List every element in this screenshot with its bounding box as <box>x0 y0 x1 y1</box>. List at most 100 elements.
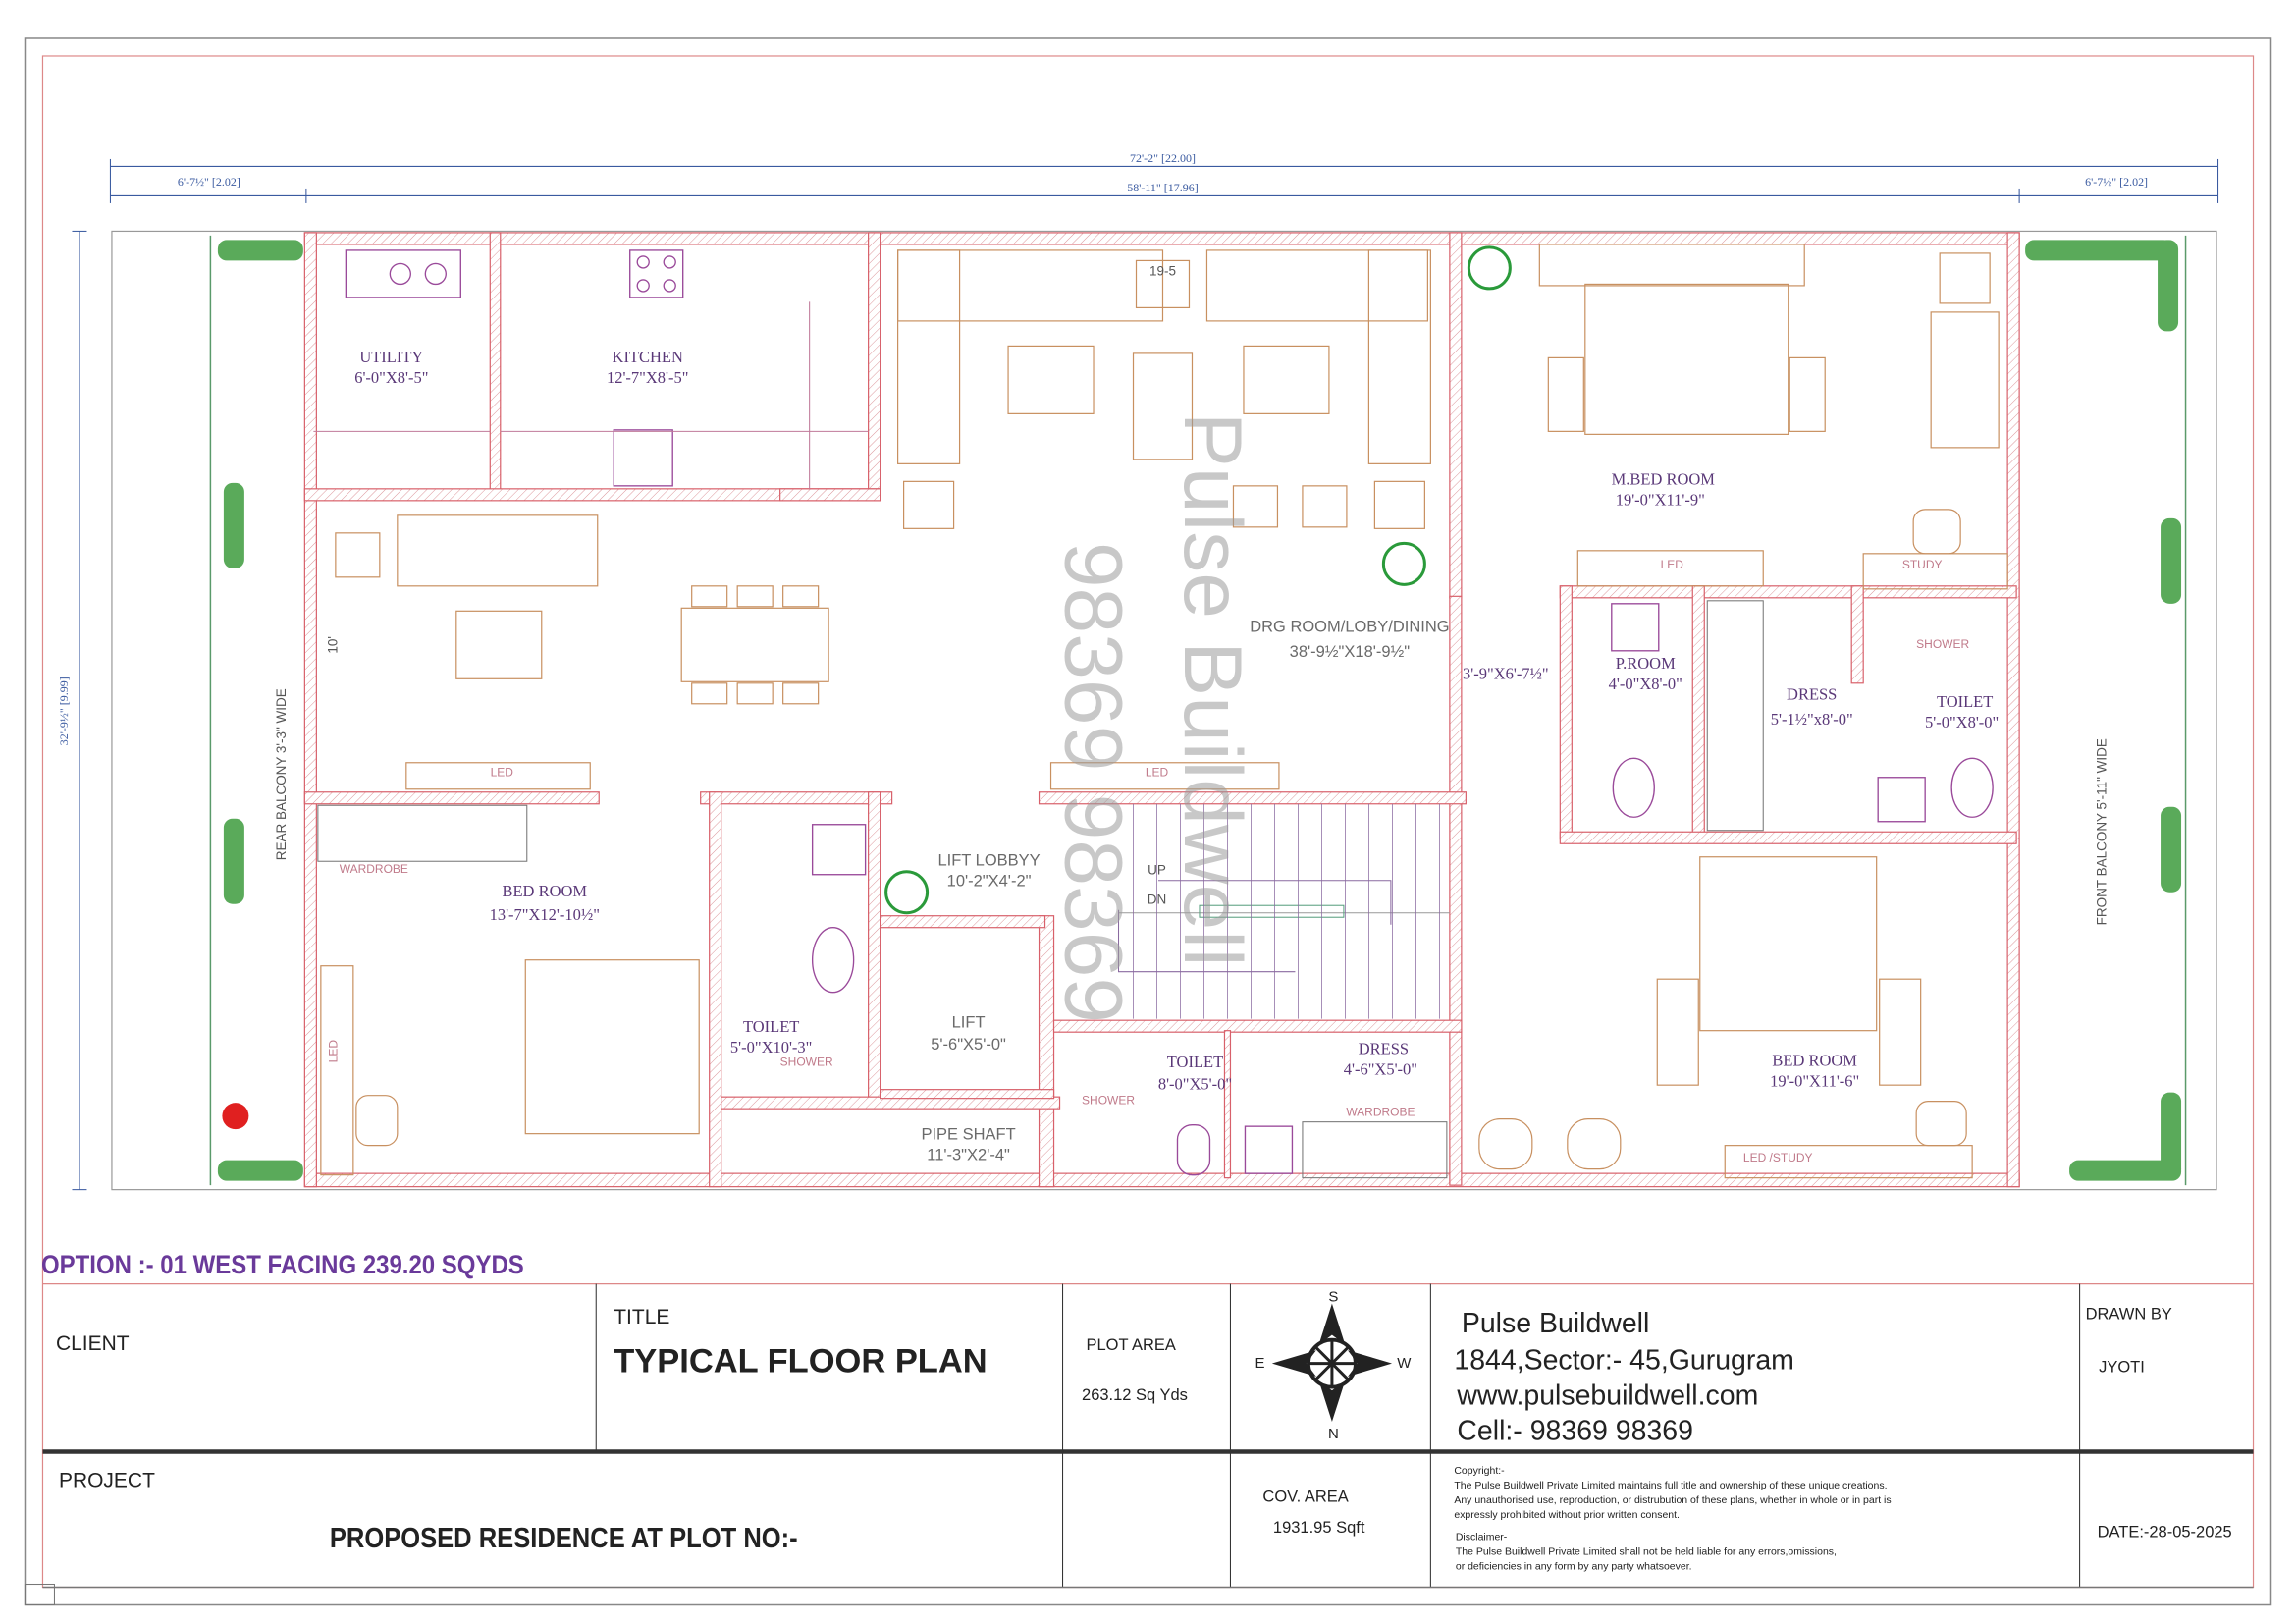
wall <box>1038 791 1467 805</box>
study-label: STUDY <box>1902 558 1943 571</box>
wall <box>1052 1019 1463 1033</box>
bed-room-right-label: BED ROOM <box>1772 1052 1857 1070</box>
dress-mid-size: 4'-6"X5'-0" <box>1344 1060 1417 1079</box>
cov-area-label: COV. AREA <box>1262 1489 1348 1506</box>
wall <box>880 1089 1055 1100</box>
plot-area-value: 263.12 Sq Yds <box>1082 1386 1188 1404</box>
kitchen-label: KITCHEN <box>613 348 683 366</box>
title-label: TITLE <box>614 1306 669 1328</box>
toilet-right-label: TOILET <box>1937 692 1993 711</box>
copyright-line: expressly prohibited without prior writt… <box>1454 1510 1680 1521</box>
wall <box>303 232 2020 245</box>
left-setback-dimension: 6'-7½" [2.02] <box>178 175 240 189</box>
wardrobe-mid <box>1302 1121 1448 1179</box>
drawn-by-value: JYOTI <box>2099 1359 2145 1377</box>
toilet-right-size: 5'-0"X8'-0" <box>1925 713 1999 731</box>
cov-area-value: 1931.95 Sqft <box>1273 1519 1365 1537</box>
wardrobe-left <box>317 804 528 862</box>
legal-notes: Copyright:- The Pulse Buildwell Private … <box>1454 1466 1891 1572</box>
bed-room-left-size: 13'-7"X12'-10½" <box>490 905 600 924</box>
fixture-labels: LED LED LED LED STUDY SHOWER SHOWER SHOW… <box>274 263 2109 1164</box>
company-name: Pulse Buildwell <box>1462 1308 1649 1339</box>
wardrobe-label: WARDROBE <box>1346 1106 1415 1119</box>
plot-boundary <box>111 230 2217 1191</box>
dress-right-label: DRESS <box>1787 684 1837 703</box>
copyright-line: The Pulse Buildwell Private Limited main… <box>1454 1481 1887 1491</box>
right-setback-dimension: 6'-7½" [2.02] <box>2085 175 2148 189</box>
company-cell: Cell:- 98369 98369 <box>1457 1416 1693 1447</box>
drawing-date: DATE:-28-05-2025 <box>2098 1524 2232 1542</box>
toilet-mid-size: 8'-0"X5'-0" <box>1158 1075 1232 1094</box>
p-room-size: 4'-0"X8'-0" <box>1609 675 1682 693</box>
company-website: www.pulsebuildwell.com <box>1456 1380 1758 1412</box>
wall <box>868 791 881 1103</box>
dress-right-wardrobe <box>1706 600 1764 832</box>
pipe-shaft-size: 11'-3"X2'-4" <box>927 1147 1010 1164</box>
stair-up-label: UP <box>1148 863 1166 878</box>
sheet-outer-border <box>24 37 2272 1606</box>
compass-left: E <box>1255 1355 1264 1372</box>
shower-label: SHOWER <box>1916 637 1969 651</box>
bed-room-left-label: BED ROOM <box>502 882 587 900</box>
copyright-line: Any unauthorised use, reproduction, or d… <box>1454 1495 1891 1506</box>
master-bed-size: 19'-0"X11'-9" <box>1616 490 1705 509</box>
watermark-phone: 98369 98369 <box>1048 542 1141 1023</box>
bed-room-right-size: 19'-0"X11'-6" <box>1770 1072 1859 1091</box>
disclaimer-line: The Pulse Buildwell Private Limited shal… <box>1456 1547 1837 1558</box>
wall <box>1559 831 2017 844</box>
dress-right-size: 5'-1½"x8'-0" <box>1771 710 1853 729</box>
lift-size: 5'-6"X5'-0" <box>931 1036 1006 1054</box>
drawing-title: TYPICAL FLOOR PLAN <box>614 1343 987 1380</box>
lift-label: LIFT <box>952 1014 986 1032</box>
plot-area-label: PLOT AREA <box>1087 1336 1176 1354</box>
wall <box>303 232 317 1188</box>
utility-size: 6'-0"X8'-5" <box>354 368 428 387</box>
lift-lobby-label: LIFT LOBBYY <box>938 852 1041 870</box>
dimension-lines <box>72 158 2219 1191</box>
pipe-shaft-label: PIPE SHAFT <box>921 1126 1015 1144</box>
wall <box>700 791 893 805</box>
title-block <box>24 1283 2254 1606</box>
wall <box>1449 232 1463 599</box>
project-label: PROJECT <box>59 1470 155 1492</box>
depth-dimension: 32'-9½" [9.99] <box>57 677 71 745</box>
wall <box>1691 585 1705 840</box>
wall <box>1449 595 1463 1186</box>
led-study-label: LED /STUDY <box>1743 1151 1813 1164</box>
room-labels: UTILITY 6'-0"X8'-5" KITCHEN 12'-7"X8'-5"… <box>354 348 1999 1164</box>
copyright-heading: Copyright:- <box>1454 1466 1505 1477</box>
p-room-label: P.ROOM <box>1616 654 1676 673</box>
wall <box>868 232 881 499</box>
master-bed-label: M.BED ROOM <box>1612 469 1716 488</box>
wall <box>779 488 881 502</box>
wall <box>1559 585 1573 840</box>
project-name: PROPOSED RESIDENCE AT PLOT NO:- <box>330 1523 798 1554</box>
wall <box>1559 585 2017 599</box>
led-label: LED <box>1661 558 1684 571</box>
compass-top: S <box>1328 1289 1338 1306</box>
option-title: OPTION :- 01 WEST FACING 239.20 SQYDS <box>41 1250 524 1279</box>
wall <box>489 232 502 499</box>
utility-label: UTILITY <box>359 348 423 366</box>
shower-label: SHOWER <box>1082 1094 1135 1108</box>
rear-balcony-label: REAR BALCONY 3'-3" WIDE <box>274 688 289 860</box>
stair-down-label: DN <box>1148 893 1166 907</box>
top-mark: 19-5 <box>1149 263 1176 278</box>
building-width-dimension: 58'-11" [17.96] <box>1127 181 1199 194</box>
led-label: LED <box>1146 765 1169 779</box>
disclaimer-heading: Disclaimer- <box>1456 1533 1508 1543</box>
watermark-company: Pulse Buildwell <box>1167 412 1259 967</box>
wall <box>880 915 1046 929</box>
toilet-mid-label: TOILET <box>1167 1053 1223 1071</box>
overall-width-dimension: 72'-2" [22.00] <box>1130 151 1196 165</box>
front-balcony-label: FRONT BALCONY 5'-11" WIDE <box>2095 738 2109 925</box>
walls <box>303 232 2020 1188</box>
wall <box>1038 915 1055 1188</box>
kitchen-size: 12'-7"X8'-5" <box>607 368 688 387</box>
furniture <box>313 244 2008 1179</box>
drawing-room-label: DRG ROOM/LOBY/DINING <box>1250 618 1449 635</box>
led-label: LED <box>326 1040 340 1063</box>
wall <box>1850 585 1864 684</box>
door-passage-size: 3'-9"X6'-7½" <box>1463 664 1549 682</box>
